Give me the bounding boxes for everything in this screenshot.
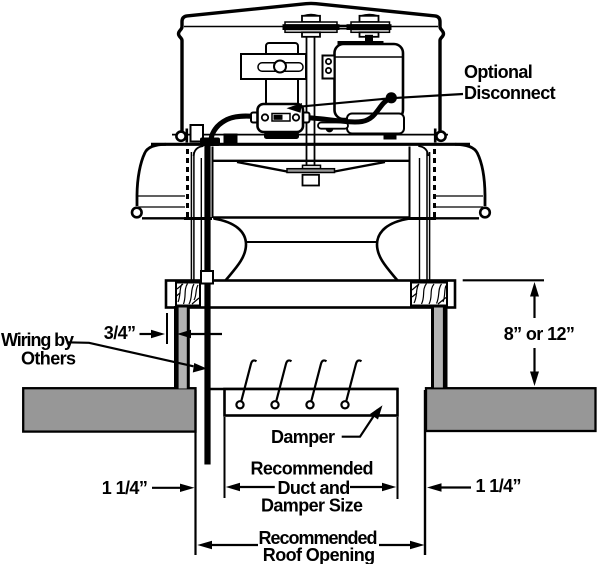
svg-text:1 1/4”: 1 1/4”	[102, 478, 147, 498]
svg-text:Duct and: Duct and	[278, 478, 350, 498]
svg-text:Optional: Optional	[464, 62, 532, 82]
svg-text:Damper: Damper	[271, 427, 335, 447]
svg-text:3/4”: 3/4”	[104, 323, 136, 343]
svg-text:Others: Others	[21, 349, 76, 369]
svg-text:8” or 12”: 8” or 12”	[504, 324, 575, 344]
svg-text:Damper Size: Damper Size	[261, 495, 363, 515]
svg-text:1 1/4”: 1 1/4”	[476, 476, 521, 496]
svg-text:Wiring by: Wiring by	[1, 330, 74, 350]
svg-text:Recommended: Recommended	[259, 528, 377, 548]
svg-text:Recommended: Recommended	[251, 459, 373, 479]
svg-text:Disconnect: Disconnect	[464, 83, 556, 103]
svg-text:Roof Opening: Roof Opening	[263, 545, 375, 564]
